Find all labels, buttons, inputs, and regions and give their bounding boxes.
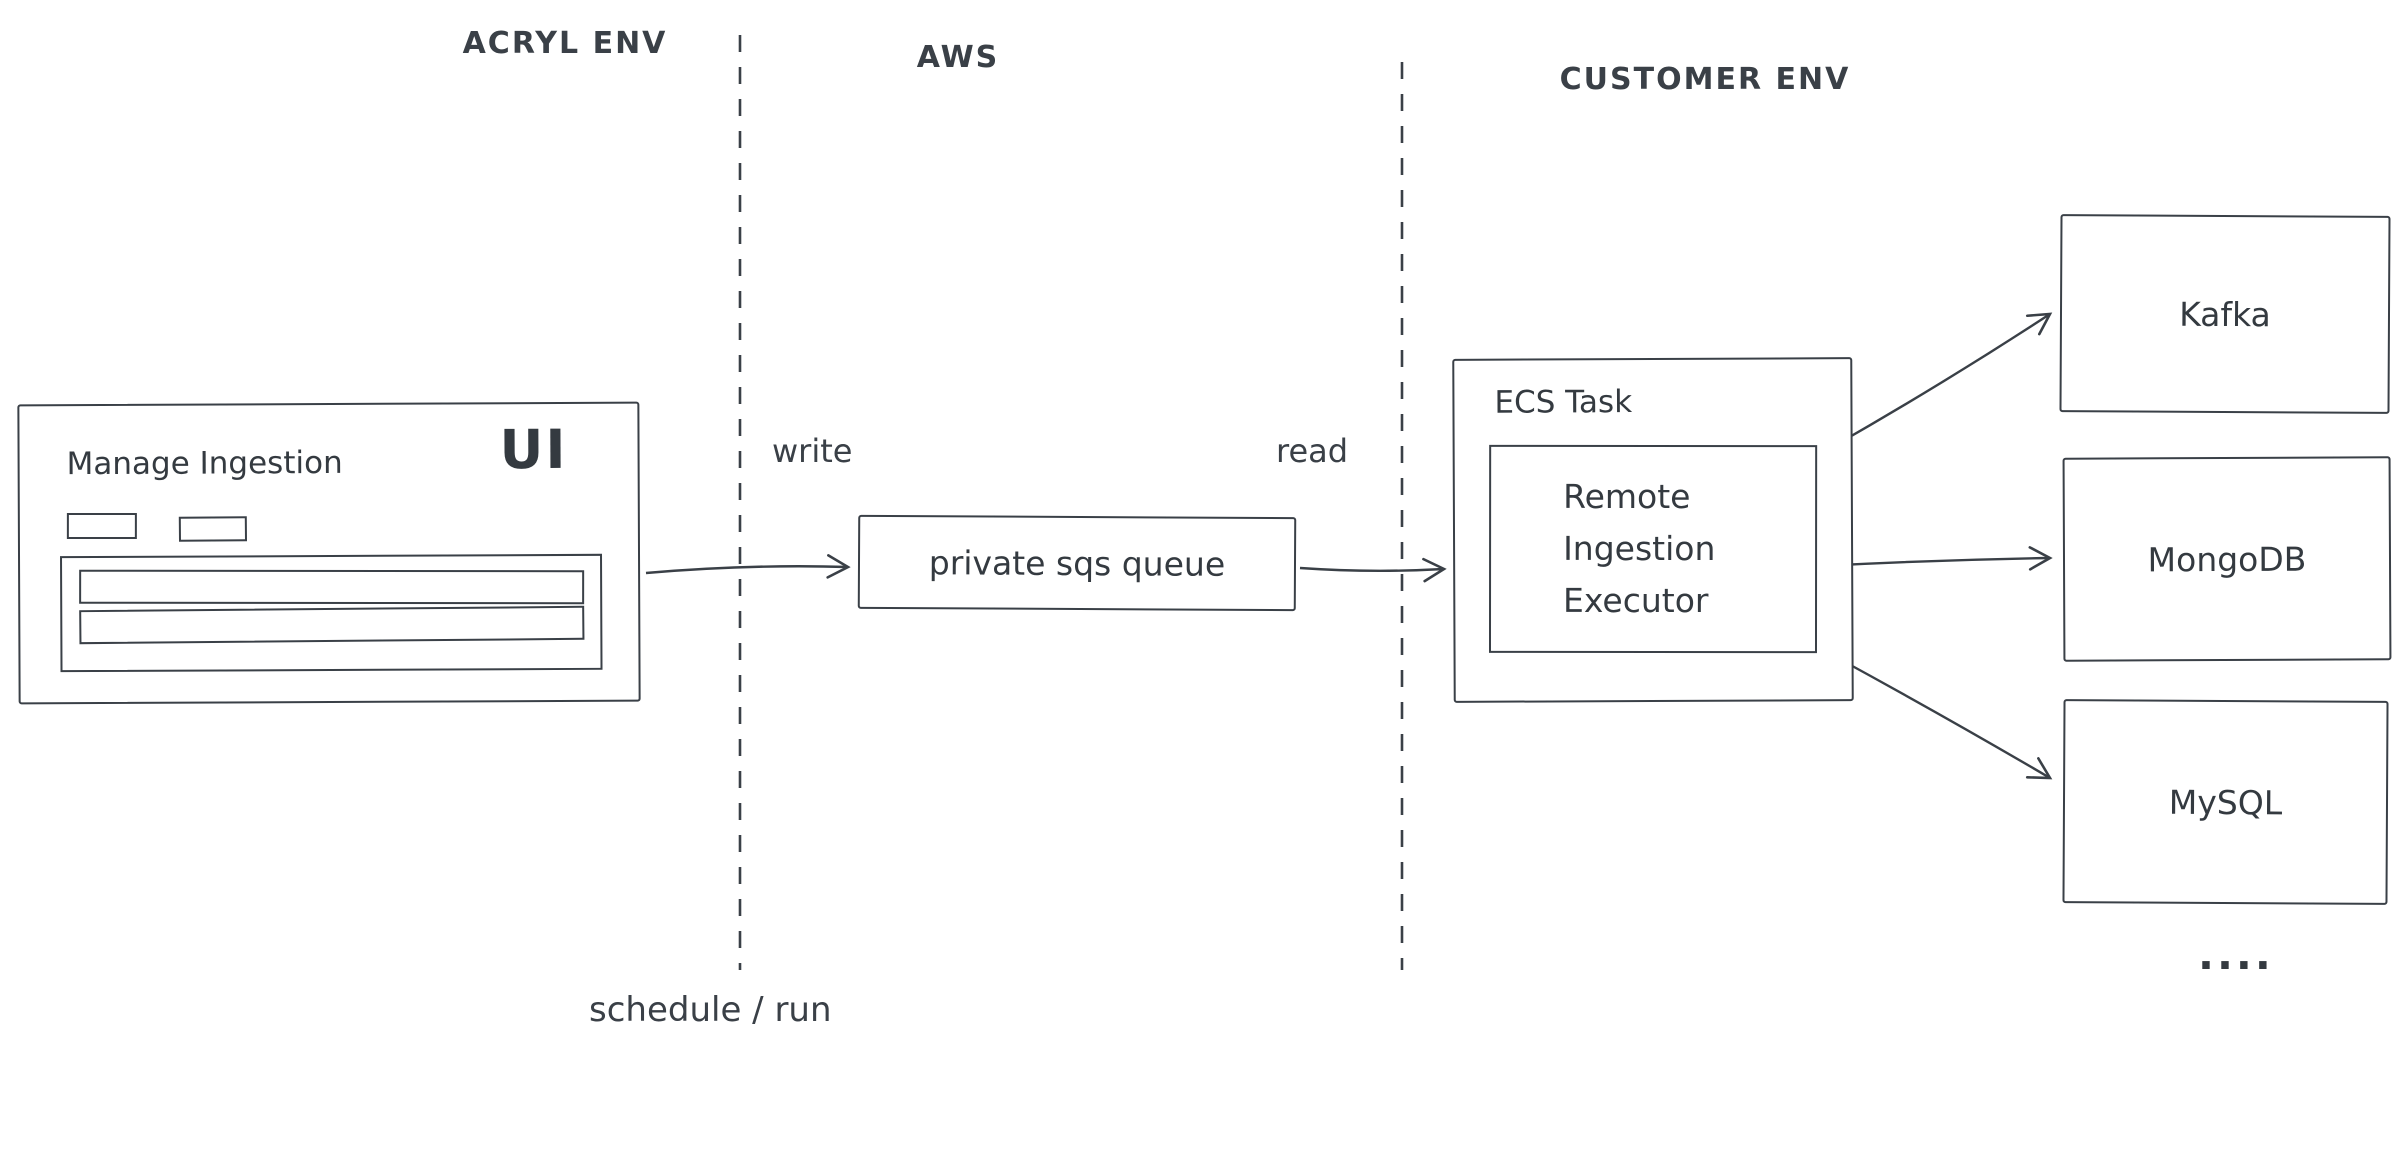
manage-ingestion-panel: Manage Ingestion UI [17, 401, 641, 705]
zone-label-aws: AWS [916, 40, 1000, 75]
ui-badge: UI [499, 417, 568, 482]
target-box-kafka: Kafka [2059, 214, 2391, 414]
arrow-ecs-to-kafka [1833, 312, 2053, 448]
edge-label-read: read [1276, 432, 1349, 470]
executor-line-2: Ingestion [1563, 528, 1716, 569]
ui-list-row-2 [79, 605, 585, 645]
zone-label-acryl-env: ACRYL ENV [462, 26, 668, 61]
ui-button-shape-2 [178, 516, 248, 542]
arrow-ui-to-queue [645, 554, 851, 579]
executor-line-3: Executor [1563, 580, 1709, 621]
target-box-mysql: MySQL [2062, 699, 2389, 905]
sqs-queue-box: private sqs queue [857, 514, 1297, 612]
ecs-task-box: ECS Task Remote Ingestion Executor [1452, 357, 1854, 703]
arrow-queue-to-ecs [1299, 557, 1447, 583]
remote-ingestion-executor-box: Remote Ingestion Executor [1488, 444, 1818, 654]
zone-label-customer-env: CUSTOMER ENV [1559, 62, 1851, 97]
more-targets-indicator: .... [2198, 930, 2274, 979]
manage-ingestion-title: Manage Ingestion [66, 444, 343, 483]
ui-list-row-1 [79, 569, 585, 605]
target-label-mysql: MySQL [2168, 782, 2283, 822]
target-label-kafka: Kafka [2179, 294, 2271, 334]
ecs-task-title: ECS Task [1494, 384, 1633, 421]
executor-line-1: Remote [1563, 476, 1691, 517]
ui-button-shape-1 [66, 512, 137, 540]
arrow-ecs-to-mysql [1833, 654, 2053, 780]
arrow-ecs-to-mongodb [1819, 546, 2053, 571]
edge-label-schedule-run: schedule / run [589, 990, 832, 1030]
ui-list-shape [60, 553, 603, 673]
sqs-queue-label: private sqs queue [928, 542, 1226, 584]
target-label-mongodb: MongoDB [2147, 539, 2307, 579]
target-box-mongodb: MongoDB [2062, 456, 2392, 662]
edge-label-write: write [772, 432, 853, 470]
